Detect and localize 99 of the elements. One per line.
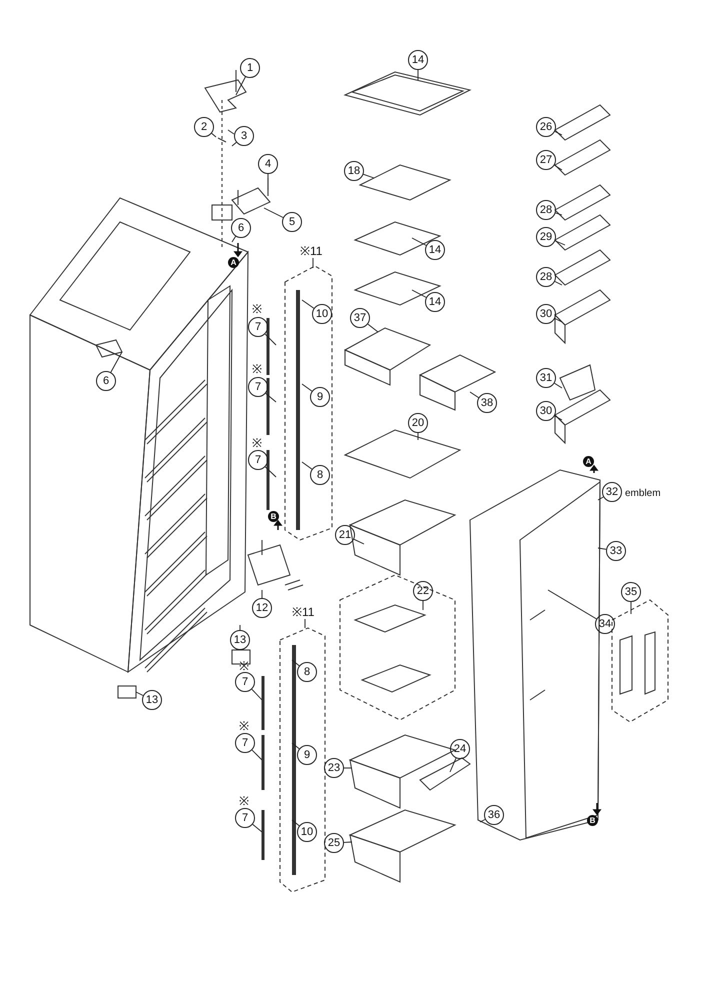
leader-line [354, 538, 364, 544]
leader-line [312, 258, 314, 268]
leader-line [252, 824, 262, 832]
callout-number: 20 [408, 413, 428, 433]
leader-line [367, 324, 378, 332]
reference-mark: B [268, 511, 279, 522]
callout-number: 7 [235, 733, 255, 753]
callout-number: 14 [425, 292, 445, 312]
callout-number: 14 [408, 50, 428, 70]
callout-number: 12 [252, 598, 272, 618]
note-mark: ※ [252, 363, 262, 376]
callout-number: 6 [231, 218, 251, 238]
note-mark: ※ [252, 437, 262, 450]
callout-number: 36 [484, 805, 504, 825]
leader-line [302, 300, 314, 309]
callout-number: 7 [235, 808, 255, 828]
leader-line [264, 208, 284, 218]
callout-number: 27 [536, 150, 556, 170]
callout-number: 32 [602, 482, 622, 502]
callout-number: 9 [297, 745, 317, 765]
callout-number: 13 [230, 630, 250, 650]
leader-line [554, 164, 562, 170]
leader-line [344, 842, 352, 843]
leader-line [232, 142, 237, 146]
leader-line [412, 238, 427, 246]
callout-number: 5 [282, 212, 302, 232]
callout-number: 37 [350, 308, 370, 328]
leader-line [554, 240, 566, 246]
reference-mark: A [583, 456, 594, 467]
leader-line [136, 692, 144, 696]
callout-number: 7 [235, 672, 255, 692]
leader-line [555, 212, 562, 216]
leader-line [450, 758, 456, 772]
callout-number: 25 [324, 833, 344, 853]
leader-line [264, 466, 276, 478]
callout-number: 2 [194, 117, 214, 137]
callout-number: 21 [335, 525, 355, 545]
callout-number: ※11 [292, 605, 314, 619]
leader-line [302, 462, 312, 470]
leader-line [304, 618, 306, 628]
callout-number: 33 [606, 541, 626, 561]
callout-number: 28 [536, 267, 556, 287]
leader-line [264, 334, 276, 346]
callout-number: 8 [310, 465, 330, 485]
leader-line [232, 236, 236, 242]
leader-line [554, 131, 562, 136]
callout-number: 7 [248, 450, 268, 470]
leader-line [110, 352, 122, 373]
callout-number: 14 [425, 240, 445, 260]
callout-number: 22 [413, 581, 433, 601]
leader-line [292, 820, 300, 826]
callout-number: 35 [621, 582, 641, 602]
note-mark: ※ [239, 795, 249, 808]
leader-line [548, 590, 597, 620]
leader-line [554, 415, 562, 420]
callout-number: ※11 [300, 244, 322, 258]
leader-line [480, 819, 486, 822]
callout-number: 26 [536, 117, 556, 137]
callout-number: 30 [536, 401, 556, 421]
leader-line [412, 290, 427, 298]
callout-number: 9 [310, 387, 330, 407]
callout-number: 23 [324, 758, 344, 778]
leader-line [236, 76, 246, 96]
leader-line [292, 742, 300, 750]
leader-line [554, 382, 562, 388]
leader-line [302, 384, 312, 392]
callout-number: 31 [536, 368, 556, 388]
leader-line [598, 548, 607, 550]
callout-number: 38 [477, 393, 497, 413]
callout-number: 7 [248, 377, 268, 397]
leader-line [292, 660, 300, 666]
callout-number: 13 [142, 690, 162, 710]
callout-number: 8 [297, 662, 317, 682]
callout-number: 18 [344, 161, 364, 181]
leader-line [598, 496, 604, 500]
callout-number: 3 [234, 126, 254, 146]
callout-number: 24 [450, 739, 470, 759]
callout-number: 10 [297, 822, 317, 842]
callout-number: 28 [536, 200, 556, 220]
leader-line [554, 318, 562, 322]
leader-line [470, 392, 480, 398]
leader-line [252, 750, 262, 760]
leader-line [630, 602, 632, 614]
leader-line [211, 132, 216, 138]
callout-number: 29 [536, 227, 556, 247]
leader-line [265, 392, 276, 402]
leader-line [363, 174, 374, 178]
part-caption: emblem [625, 488, 661, 499]
note-mark: ※ [252, 303, 262, 316]
callout-number: 4 [258, 154, 278, 174]
leader-line [554, 281, 562, 286]
callout-number: 30 [536, 304, 556, 324]
note-mark: ※ [239, 720, 249, 733]
leader-line [422, 600, 424, 610]
callout-number: 1 [240, 58, 260, 78]
callout-number: 10 [312, 304, 332, 324]
leader-line [251, 688, 262, 700]
callout-number: 6 [96, 371, 116, 391]
callout-number: 7 [248, 317, 268, 337]
